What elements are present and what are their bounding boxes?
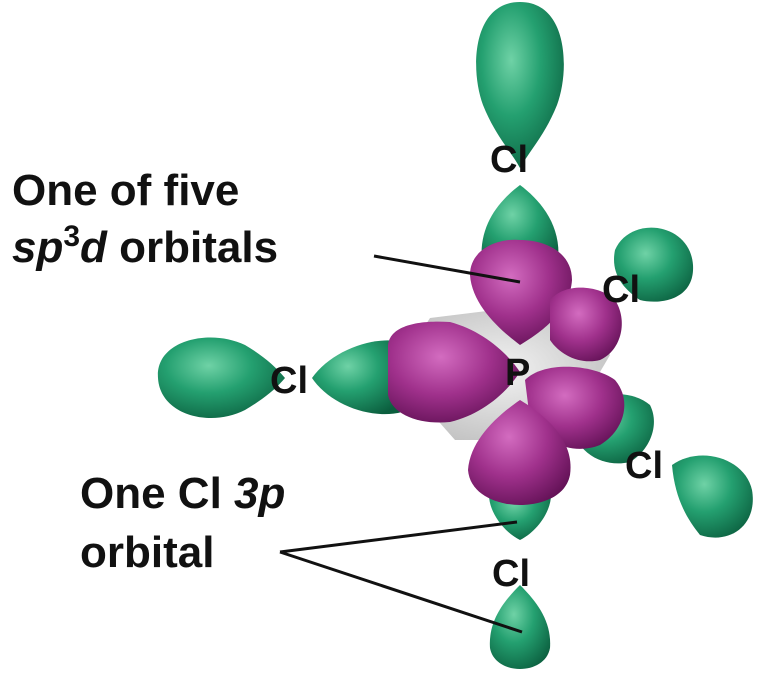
sp3d-axial-up-lobe [470, 239, 572, 345]
callout-cl3p-3p: 3p [234, 469, 285, 518]
leader-line-sp3d [373, 254, 521, 284]
callout-cl3p-one-cl: One Cl [80, 469, 234, 518]
callout-sp3d-sp: sp [12, 223, 63, 272]
sp3d-equatorial-right-lobe [550, 287, 622, 362]
callout-sp3d-superscript: 3 [63, 220, 80, 253]
callout-cl3p-line2: orbital [80, 528, 214, 577]
callout-sp3d-line1: One of five [12, 166, 239, 215]
atom-label-cl-top: Cl [490, 139, 528, 181]
callout-cl3p-line1: One Cl 3p [80, 469, 285, 518]
sp3d-equatorial-left-lobe [388, 321, 520, 423]
atom-label-cl-bottom: Cl [492, 553, 530, 595]
callout-sp3d-d: d [80, 223, 108, 272]
cl-top-orbital [476, 2, 564, 270]
sp3d-axial-down-lobe [468, 400, 571, 505]
leader-line-cl3p-outer [279, 550, 523, 634]
atom-label-cl-lower-right: Cl [625, 445, 663, 487]
leader-line-cl3p-inner [279, 520, 518, 554]
atom-label-cl-left: Cl [270, 360, 308, 402]
cl-left-orbital [157, 337, 402, 419]
sp3d-hybrid-orbitals [388, 239, 625, 505]
atom-label-cl-upper-right: Cl [602, 269, 640, 311]
cl-upper-right-orbital [614, 227, 694, 302]
leader-lines [279, 254, 523, 634]
atom-label-p: P [505, 352, 530, 394]
callout-sp3d-orbitals: orbitals [107, 223, 278, 272]
callout-sp3d-line2: sp3d orbitals [12, 220, 278, 272]
